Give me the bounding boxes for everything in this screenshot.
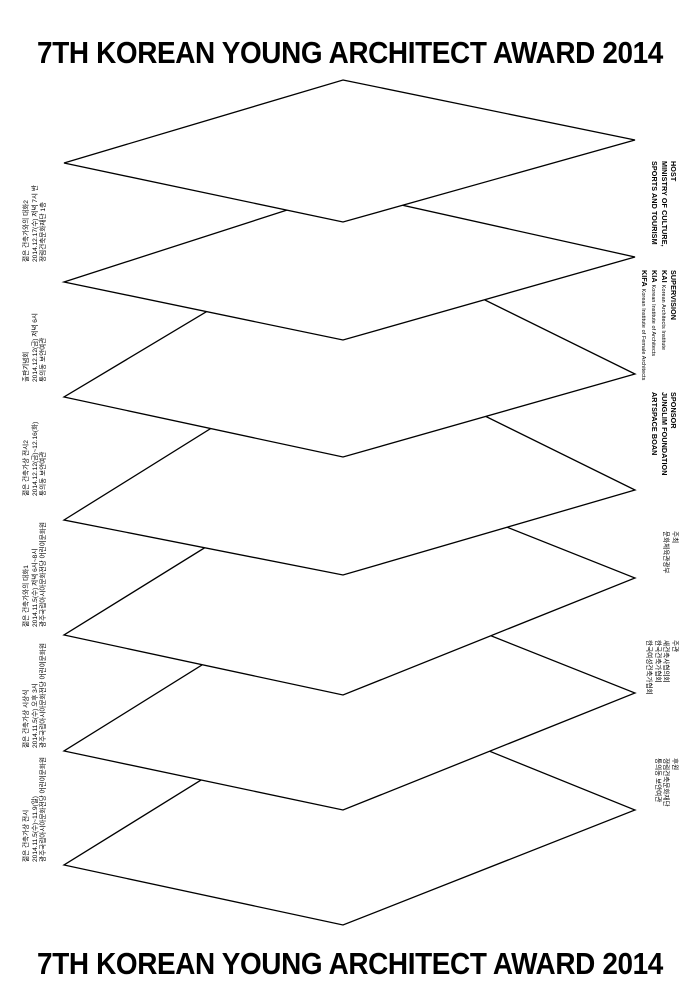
credit-host: HOST MINISTRY OF CULTURE, SPORTS AND TOU… xyxy=(650,161,678,247)
event-exhibition-2: 젊은 건축가상 전시2 2014.12.12(금)~12.16(화) 통의동 보… xyxy=(23,421,48,496)
diamond-layer-3 xyxy=(62,229,637,458)
credit-host-kr: 주최 문화체육관광부 xyxy=(662,531,678,574)
credit-sponsor-kr: 후원 정림건축문화재단 통의동 보안여관 xyxy=(653,758,678,807)
poster-title-bottom: 7TH KOREAN YOUNG ARCHITECT AWARD 2014 xyxy=(37,946,663,981)
diamond-layer-2 xyxy=(61,191,636,341)
credit-supervision-kr: 주관 새건축사협의회 한국건축가협회 한국여성건축가협회 xyxy=(645,640,678,695)
credit-supervision: SUPERVISION KAI Korean Architects Instit… xyxy=(639,270,678,381)
diamond-layer-6 xyxy=(62,576,637,811)
event-talk-1: 젊은 건축가와의 대화1 2014.11.5(수) 저녁 6시~8시 광주국립아… xyxy=(23,522,48,627)
diamond-layer-7 xyxy=(62,691,637,926)
diamond-layer-1 xyxy=(63,79,636,223)
event-talk-2: 젊은 건축가와의 대화2 2014.12.17(수) 저녁 7시 반 정림건축문… xyxy=(23,185,48,262)
event-book-launch: 출판기념회 2014.12.12(금) 저녁 6시 통의동 보안여관 xyxy=(23,313,48,382)
event-exhibition-1: 젊은 건축가상 전시 2014.11.5(수)~11.9(일) 광주국립아시아문… xyxy=(23,757,48,862)
diamond-layer-4 xyxy=(62,345,637,576)
event-award-ceremony: 젊은 건축가상 시상식 2014.11.5(수) 오후 3시 광주국립아시아문화… xyxy=(23,643,48,748)
credit-sponsor: SPONSOR JUNGLIM FOUNDATION ARTSPACE BOAN xyxy=(650,392,678,476)
poster-title-top: 7TH KOREAN YOUNG ARCHITECT AWARD 2014 xyxy=(37,35,663,70)
diamond-layer-5 xyxy=(62,461,637,696)
